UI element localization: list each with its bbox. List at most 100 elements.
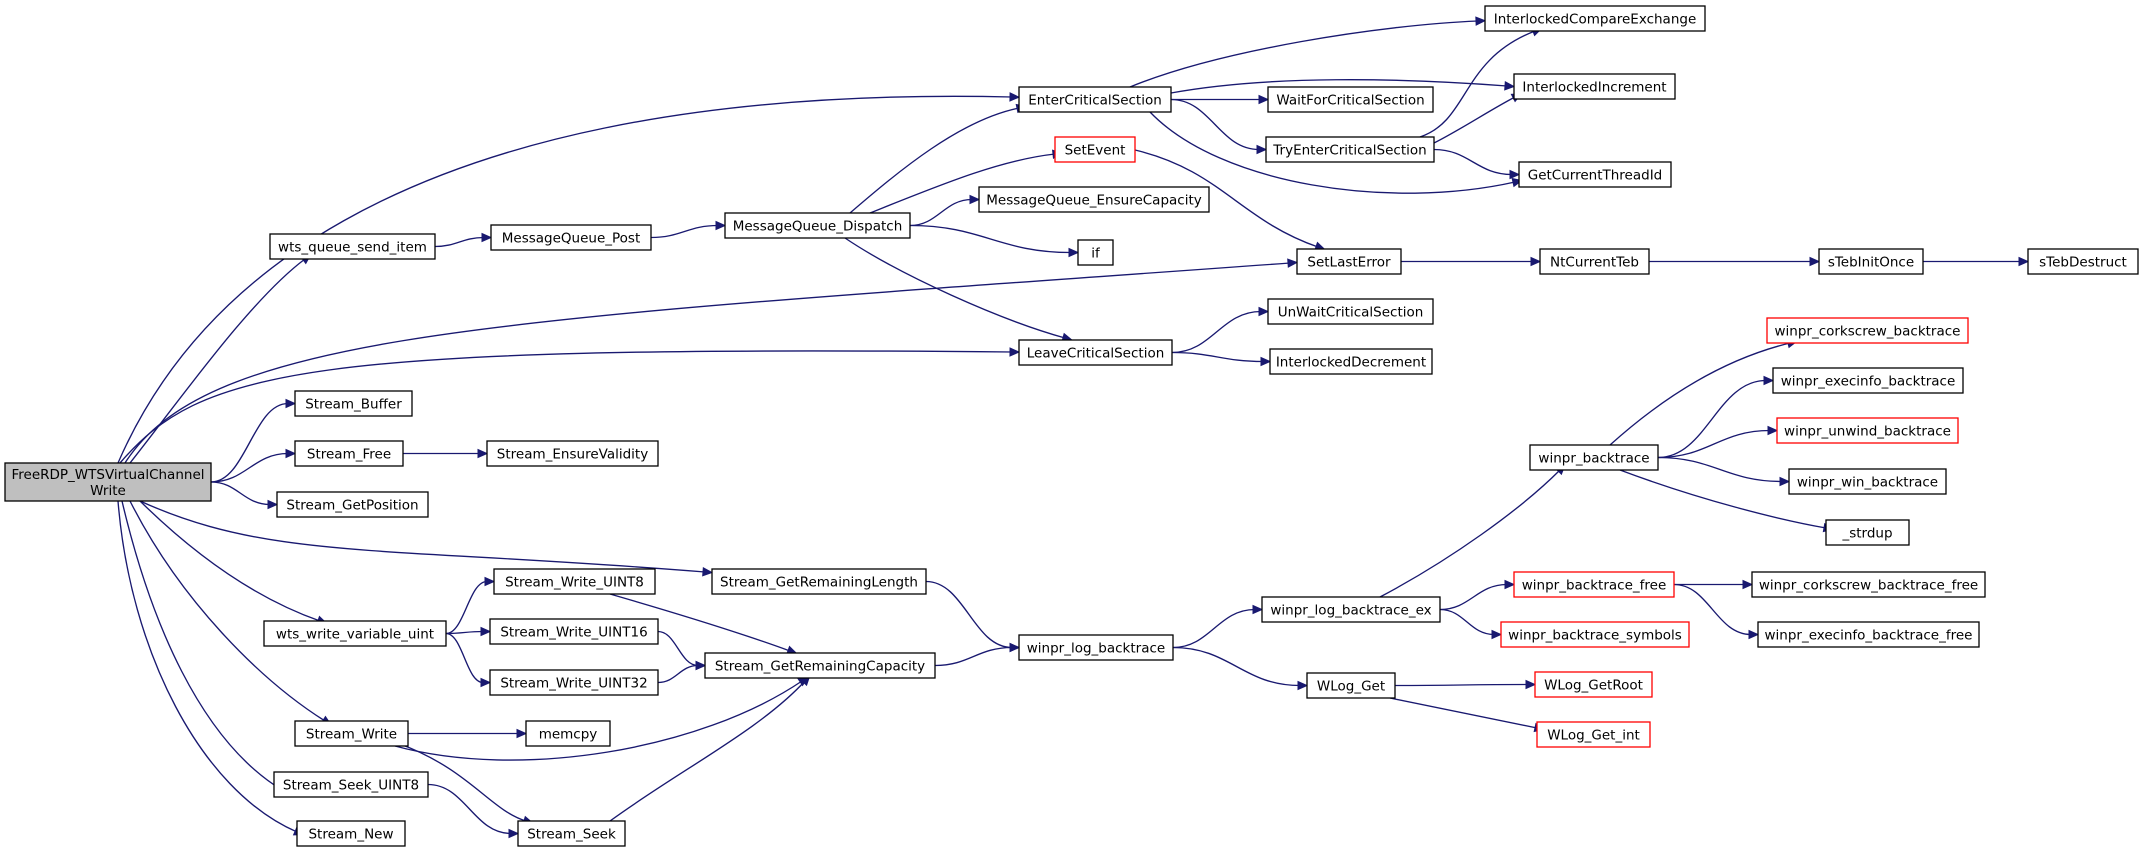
call-edge-root-to-Stream_GetRemainingLength	[139, 500, 706, 573]
node-_strdup[interactable]: _strdup	[1825, 519, 1910, 546]
node-WaitForCriticalSection[interactable]: WaitForCriticalSection	[1267, 86, 1434, 113]
arrowhead-icon	[1475, 16, 1487, 26]
call-edge-winpr_backtrace-to-_strdup	[1619, 469, 1827, 529]
node-winpr_log_backtrace_ex[interactable]: winpr_log_backtrace_ex	[1261, 596, 1441, 623]
call-edge-Stream_GetRemainingCapacity-to-winpr_log_backtrace	[934, 646, 1013, 667]
node-GetCurrentThreadId[interactable]: GetCurrentThreadId	[1518, 161, 1672, 188]
call-edge-root-to-wts_write_variable_uint	[139, 500, 321, 622]
call-edge-root-to-Stream_Buffer	[210, 402, 289, 483]
node-WLog_Get[interactable]: WLog_Get	[1306, 672, 1396, 699]
arrowhead-icon	[1763, 375, 1775, 386]
node-winpr_backtrace[interactable]: winpr_backtrace	[1529, 444, 1659, 471]
call-edge-winpr_backtrace_free-to-winpr_execinfo_backtrace_free	[1673, 583, 1752, 636]
node-Stream_EnsureValidity[interactable]: Stream_EnsureValidity	[486, 440, 659, 467]
node-Stream_Write_UINT16[interactable]: Stream_Write_UINT16	[489, 618, 659, 645]
node-winpr_log_backtrace[interactable]: winpr_log_backtrace	[1018, 634, 1174, 661]
node-box	[294, 440, 404, 467]
arrowhead-icon	[2018, 256, 2030, 267]
node-Stream_Free[interactable]: Stream_Free	[294, 440, 404, 467]
node-winpr_corkscrew_backtrace[interactable]: winpr_corkscrew_backtrace	[1766, 317, 1969, 344]
node-box	[1054, 136, 1136, 163]
node-label: Stream_Write_UINT8	[505, 575, 644, 591]
node-winpr_unwind_backtrace[interactable]: winpr_unwind_backtrace	[1776, 417, 1959, 444]
node-label: Stream_Write	[306, 727, 397, 743]
node-WLog_Get_int[interactable]: WLog_Get_int	[1536, 721, 1651, 748]
node-wts_queue_send_item[interactable]: wts_queue_send_item	[269, 233, 436, 260]
node-box	[711, 568, 927, 595]
node-box	[1018, 339, 1173, 366]
node-winpr_execinfo_backtrace[interactable]: winpr_execinfo_backtrace	[1772, 367, 1964, 394]
node-label: sTebDestruct	[2039, 255, 2127, 271]
node-WLog_GetRoot[interactable]: WLog_GetRoot	[1534, 671, 1653, 698]
node-box	[1018, 634, 1174, 661]
node-Stream_Write_UINT8[interactable]: Stream_Write_UINT8	[493, 568, 656, 595]
call-edge-root-to-Stream_Seek_UINT8	[121, 500, 283, 791]
call-edge-winpr_log_backtrace_ex-to-winpr_backtrace_free	[1439, 583, 1508, 611]
call-edge-EnterCriticalSection-to-InterlockedCompareExchange	[1129, 20, 1479, 88]
node-box	[296, 820, 406, 847]
node-Stream_Seek_UINT8[interactable]: Stream_Seek_UINT8	[273, 771, 429, 798]
node-InterlockedIncrement[interactable]: InterlockedIncrement	[1513, 73, 1676, 100]
node-Stream_Seek[interactable]: Stream_Seek	[517, 820, 626, 847]
node-InterlockedCompareExchange[interactable]: InterlockedCompareExchange	[1484, 5, 1706, 32]
node-box	[1825, 519, 1910, 546]
node-label: winpr_backtrace_symbols	[1508, 628, 1682, 644]
arrowhead-icon	[267, 499, 279, 510]
node-label: wts_queue_send_item	[278, 240, 427, 256]
arrowhead-icon	[1252, 604, 1264, 615]
call-edge-MessageQueue_Dispatch-to-SetEvent	[869, 153, 1056, 214]
arrowhead-icon	[1009, 92, 1021, 102]
node-label: SetLastError	[1307, 255, 1391, 271]
call-edge-root-to-LeaveCriticalSection	[119, 350, 1013, 464]
node-box	[1500, 621, 1690, 648]
node-Stream_Buffer[interactable]: Stream_Buffer	[294, 390, 413, 417]
node-sTebDestruct[interactable]: sTebDestruct	[2027, 248, 2139, 275]
node-Stream_Write_UINT32[interactable]: Stream_Write_UINT32	[489, 669, 659, 696]
arrowhead-icon	[480, 677, 492, 688]
node-Stream_GetPosition[interactable]: Stream_GetPosition	[276, 491, 429, 518]
node-SetLastError[interactable]: SetLastError	[1296, 248, 1402, 275]
node-box	[1265, 136, 1435, 163]
node-label: InterlockedDecrement	[1276, 355, 1426, 371]
node-MessageQueue_EnsureCapacity[interactable]: MessageQueue_EnsureCapacity	[978, 186, 1210, 213]
node-winpr_backtrace_symbols[interactable]: winpr_backtrace_symbols	[1500, 621, 1690, 648]
node-if[interactable]: if	[1077, 239, 1114, 266]
node-UnWaitCriticalSection[interactable]: UnWaitCriticalSection	[1267, 298, 1434, 325]
node-winpr_backtrace_free[interactable]: winpr_backtrace_free	[1513, 571, 1675, 598]
node-label: Stream_Write_UINT16	[500, 625, 647, 641]
arrowhead-icon	[969, 194, 981, 205]
node-MessageQueue_Dispatch[interactable]: MessageQueue_Dispatch	[724, 212, 911, 239]
node-label: winpr_log_backtrace	[1027, 641, 1165, 657]
arrowhead-icon	[1742, 579, 1754, 590]
node-sTebInitOnce[interactable]: sTebInitOnce	[1818, 248, 1924, 275]
node-NtCurrentTeb[interactable]: NtCurrentTeb	[1539, 248, 1650, 275]
node-Stream_New[interactable]: Stream_New	[296, 820, 406, 847]
node-TryEnterCriticalSection[interactable]: TryEnterCriticalSection	[1265, 136, 1435, 163]
node-winpr_execinfo_backtrace_free[interactable]: winpr_execinfo_backtrace_free	[1757, 621, 1980, 648]
node-box	[1513, 73, 1676, 100]
node-label: winpr_log_backtrace_ex	[1270, 603, 1431, 619]
node-MessageQueue_Post[interactable]: MessageQueue_Post	[490, 224, 652, 251]
node-label: MessageQueue_EnsureCapacity	[986, 193, 1202, 209]
node-box	[1077, 239, 1114, 266]
node-wts_write_variable_uint[interactable]: wts_write_variable_uint	[263, 620, 447, 647]
node-box	[1267, 86, 1434, 113]
node-winpr_corkscrew_backtrace_free[interactable]: winpr_corkscrew_backtrace_free	[1751, 571, 1986, 598]
node-Stream_GetRemainingCapacity[interactable]: Stream_GetRemainingCapacity	[704, 652, 936, 679]
node-InterlockedDecrement[interactable]: InterlockedDecrement	[1269, 348, 1433, 375]
node-LeaveCriticalSection[interactable]: LeaveCriticalSection	[1018, 339, 1173, 366]
node-Stream_Write[interactable]: Stream_Write	[294, 720, 409, 747]
node-Stream_GetRemainingLength[interactable]: Stream_GetRemainingLength	[711, 568, 927, 595]
call-edge-TryEnterCriticalSection-to-InterlockedIncrement	[1433, 96, 1516, 144]
node-winpr_win_backtrace[interactable]: winpr_win_backtrace	[1788, 468, 1947, 495]
node-memcpy[interactable]: memcpy	[525, 720, 611, 747]
node-SetEvent[interactable]: SetEvent	[1054, 136, 1136, 163]
call-edge-root-to-Stream_Write	[129, 500, 326, 722]
call-edge-Stream_Write_UINT8-to-Stream_GetRemainingCapacity	[609, 593, 791, 652]
node-label: wts_write_variable_uint	[276, 627, 434, 643]
node-label: WLog_GetRoot	[1544, 678, 1643, 694]
arrowhead-icon	[480, 626, 492, 637]
node-EnterCriticalSection[interactable]: EnterCriticalSection	[1018, 86, 1172, 113]
